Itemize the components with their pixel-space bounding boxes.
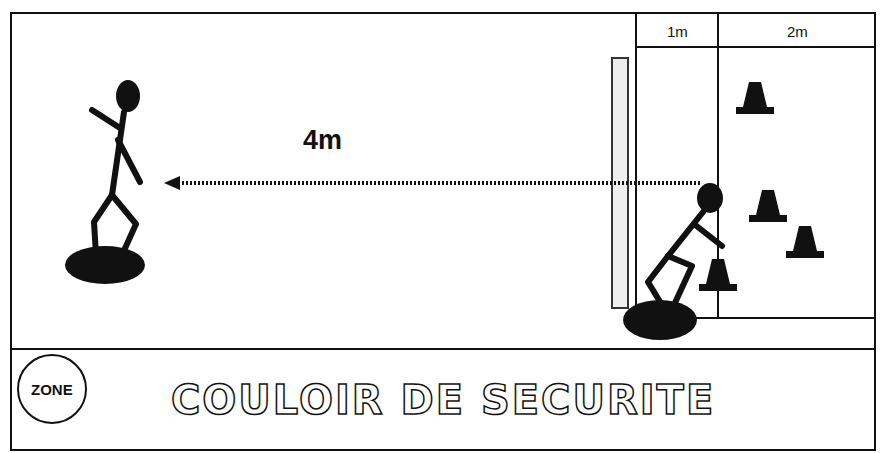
zone-circle: ZONE	[17, 354, 87, 424]
dimension-label: 1m	[667, 23, 688, 40]
dimension-label: 2m	[787, 23, 808, 40]
zone-label: ZONE	[31, 381, 73, 398]
safety-band: COULOIR DE SECURITE ZONE	[11, 348, 875, 450]
distance-label: 4m	[303, 125, 342, 156]
thrower-figure	[65, 80, 145, 284]
cones	[699, 82, 824, 291]
band-title: COULOIR DE SECURITE	[171, 377, 715, 423]
outer-frame	[11, 13, 875, 450]
zone-grid	[636, 13, 875, 318]
crouching-figure	[623, 183, 723, 340]
dotted-arrow	[164, 176, 700, 190]
